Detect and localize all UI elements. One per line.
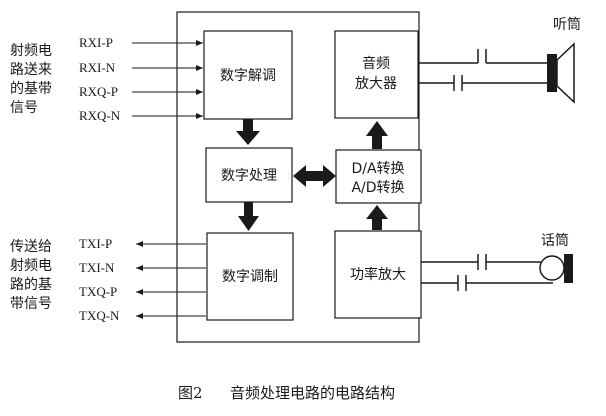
block-da-ad-convert: D/A转换 A/D转换 <box>335 149 422 204</box>
svg-text:的基带: 的基带 <box>10 80 52 97</box>
block-da-convert-label: D/A转换 <box>351 160 404 177</box>
svg-text:路的基: 路的基 <box>10 276 52 293</box>
earpiece-label: 听筒 <box>553 16 581 33</box>
output-caption: 传送给 射频电 路的基 带信号 <box>10 239 52 312</box>
output-signals: TXI-P TXI-N TXQ-P TXQ-N <box>79 236 206 323</box>
signal-rxi-p: RXI-P <box>79 35 113 50</box>
signal-rxi-n: RXI-N <box>79 60 116 75</box>
arrow-power-amp-to-convert <box>366 205 388 230</box>
svg-text:路送来: 路送来 <box>10 62 52 78</box>
earpiece-speaker-icon <box>547 42 575 104</box>
arrow-demod-to-process <box>236 119 260 145</box>
microphone-wiring <box>421 254 553 291</box>
block-ad-convert-label: A/D转换 <box>351 179 404 196</box>
block-digital-process: 数字处理 <box>205 147 293 203</box>
microphone-icon <box>539 254 573 283</box>
svg-text:射频电: 射频电 <box>10 258 52 274</box>
block-digital-mod: 数字调制 <box>206 232 294 321</box>
signal-txi-p: TXI-P <box>79 236 112 251</box>
figure-number: 图2 <box>178 384 203 402</box>
signal-txq-n: TXQ-N <box>79 308 120 323</box>
earpiece-wiring <box>418 49 547 91</box>
svg-text:信号: 信号 <box>10 100 38 116</box>
block-digital-demod: 数字解调 <box>203 30 293 120</box>
block-power-amp-label: 功率放大 <box>350 266 406 283</box>
svg-text:传送给: 传送给 <box>10 239 52 255</box>
signal-rxq-p: RXQ-P <box>79 84 118 99</box>
signal-txq-p: TXQ-P <box>79 284 117 299</box>
arrow-process-convert-bidirectional <box>293 165 336 187</box>
figure-caption: 图2 音频处理电路的电路结构 <box>178 384 395 402</box>
block-digital-demod-label: 数字解调 <box>220 68 276 84</box>
svg-text:带信号: 带信号 <box>10 296 52 312</box>
microphone-label: 话筒 <box>541 232 569 249</box>
block-power-amp: 功率放大 <box>334 230 422 319</box>
block-digital-mod-label: 数字调制 <box>222 269 278 285</box>
block-audio-amp: 音频 放大器 <box>334 30 419 119</box>
svg-text:射频电: 射频电 <box>10 43 52 59</box>
figure-title: 音频处理电路的电路结构 <box>230 384 395 402</box>
signal-txi-n: TXI-N <box>79 260 115 275</box>
arrow-process-to-mod <box>238 202 259 231</box>
block-digital-process-label: 数字处理 <box>221 168 277 184</box>
input-caption: 射频电 路送来 的基带 信号 <box>10 43 52 116</box>
block-audio-amp-line2: 放大器 <box>355 76 397 92</box>
input-signals: RXI-P RXI-N RXQ-P RXQ-N <box>79 35 203 123</box>
arrow-convert-to-audio-amp <box>366 121 388 149</box>
block-audio-amp-line1: 音频 <box>362 55 390 72</box>
signal-rxq-n: RXQ-N <box>79 108 121 123</box>
